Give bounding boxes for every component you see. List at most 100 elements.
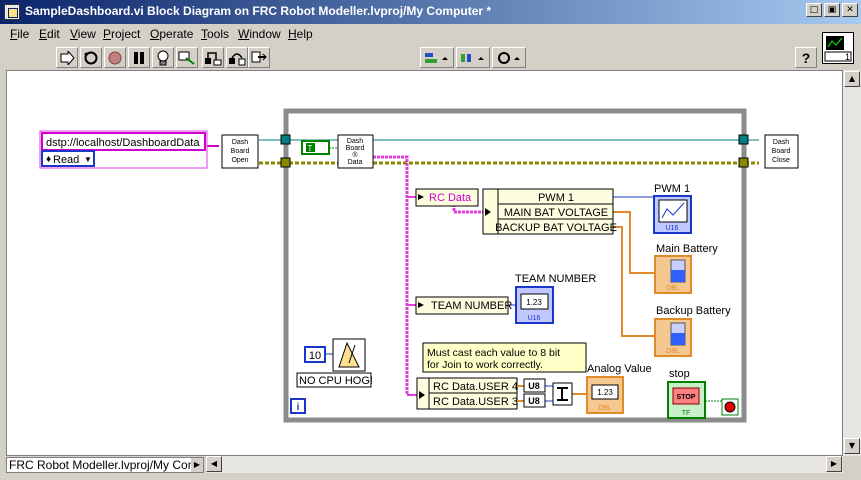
refnum-tunnel-in[interactable] (280, 134, 291, 145)
reorder-icon (498, 51, 520, 64)
vi-icon[interactable]: 1 (822, 32, 854, 64)
dash-data-line-4: Data (348, 159, 363, 166)
dash-open-line-1: Dash (232, 139, 248, 146)
rc-data-cluster-wire[interactable] (373, 155, 409, 395)
error-tunnel-out[interactable] (738, 157, 749, 168)
metronome-needle-icon (348, 344, 356, 364)
distribute-objects-button[interactable] (456, 47, 490, 68)
dash-open-line-3: Open (231, 157, 248, 164)
help-question-icon: ? (801, 49, 811, 66)
team-number-unbundle[interactable] (415, 296, 509, 315)
distribute-objects-icon (461, 53, 484, 62)
pause-button[interactable] (128, 47, 150, 68)
user-field-4: RC Data.USER 4 (433, 381, 518, 393)
reorder-button[interactable] (492, 47, 526, 68)
main-battery-type-label: DBL (666, 285, 680, 292)
comment-box[interactable] (422, 342, 587, 373)
team-number-unbundle-label: TEAM NUMBER (431, 300, 512, 312)
stop-type-label: TF (682, 410, 691, 417)
url-string-constant[interactable] (41, 132, 206, 151)
context-status-text: FRC Robot Modeller.lvproj/My Computer (9, 458, 204, 472)
chevron-right-icon[interactable]: ▶ (191, 458, 203, 472)
dash-data-line-1: Dash (347, 138, 363, 145)
menu-project[interactable]: Project (103, 27, 141, 41)
app-icon[interactable] (4, 4, 20, 20)
to-u8-label-2: U8 (528, 396, 540, 406)
dash-close-line-1: Dash (773, 139, 789, 146)
dashboard-close-vi[interactable] (764, 134, 799, 169)
scroll-up-button[interactable]: ▲ (844, 71, 860, 87)
size-grip[interactable] (843, 456, 861, 473)
stop-if-true-icon (724, 401, 736, 413)
comment-line-1: Must cast each value to 8 bit (427, 347, 560, 359)
backup-battery-wire[interactable] (613, 226, 655, 337)
analog-value-label: Analog Value (587, 363, 652, 375)
chevron-down-icon[interactable]: ▼ (84, 155, 92, 164)
unbundle-arrow-icon (418, 194, 424, 200)
mode-enum-arrows: ♦ (46, 154, 51, 165)
team-unbundle-arrow-icon (418, 302, 424, 308)
abort-button[interactable] (104, 47, 126, 68)
scroll-right-button[interactable]: ▶ (826, 456, 842, 472)
scroll-left-button[interactable]: ◀ (206, 456, 222, 472)
vi-connector-icon: 1 (824, 36, 852, 62)
analog-value-display (591, 384, 619, 400)
main-battery-label: Main Battery (656, 243, 718, 255)
dashboard-open-vi[interactable] (221, 134, 259, 169)
run-button[interactable] (56, 47, 78, 68)
team-number-numeric: 1.23 (526, 298, 542, 307)
minimize-button[interactable]: □ (806, 3, 822, 17)
stop-button-text: STOP (677, 394, 696, 401)
step-over-button[interactable] (226, 47, 248, 68)
scroll-down-button[interactable]: ▼ (844, 438, 860, 454)
error-tunnel-in[interactable] (280, 157, 291, 168)
cluster-unbundle-by-name[interactable] (482, 188, 614, 235)
while-loop[interactable] (283, 108, 747, 423)
menu-view[interactable]: View (70, 27, 96, 41)
menu-operate[interactable]: Operate (150, 27, 194, 41)
menu-tools[interactable]: Tools (201, 27, 230, 41)
menu-edit[interactable]: Edit (39, 27, 60, 41)
vertical-scrollbar[interactable]: ▲ ▼ (843, 70, 861, 456)
to-u8-conversion-1[interactable] (523, 378, 546, 393)
run-continuously-icon (84, 51, 98, 64)
menu-help[interactable]: Help (288, 27, 313, 41)
dashboard-data-vi[interactable] (337, 134, 374, 169)
stop-button-face (672, 387, 700, 405)
step-into-button[interactable] (202, 47, 224, 68)
menu-window[interactable]: Window (238, 27, 281, 41)
block-diagram-canvas[interactable]: dstp://localhost/DashboardData ♦ Read ▼ … (6, 70, 843, 456)
main-battery-level-icon (671, 270, 685, 282)
pwm1-type-label: U16 (666, 225, 679, 232)
horizontal-scrollbar[interactable]: ◀ ▶ (206, 456, 843, 473)
restore-button[interactable]: ▣ (824, 3, 840, 17)
context-status[interactable]: FRC Robot Modeller.lvproj/My Computer ▶ (6, 457, 204, 473)
context-help-button[interactable]: ? (795, 47, 817, 68)
mode-enum-constant[interactable] (41, 150, 95, 167)
main-battery-wire[interactable] (613, 211, 655, 274)
highlight-execution-button[interactable] (152, 47, 174, 68)
svg-text:1: 1 (845, 52, 850, 62)
pause-icon (134, 51, 144, 64)
iteration-terminal[interactable] (290, 398, 306, 414)
rc-data-unbundle[interactable] (415, 188, 479, 207)
step-out-icon (251, 51, 267, 62)
to-u8-conversion-2[interactable] (523, 393, 546, 408)
team-number-indicator-label: TEAM NUMBER (515, 273, 596, 285)
url-string-text: dstp://localhost/DashboardData (46, 137, 200, 149)
backup-battery-label: Backup Battery (656, 305, 731, 317)
close-button[interactable]: ✕ (842, 3, 858, 17)
menu-file[interactable]: File (10, 27, 30, 41)
align-objects-button[interactable] (420, 47, 454, 68)
window-title: SampleDashboard.vi Block Diagram on FRC … (25, 4, 492, 18)
true-constant-icon (306, 143, 315, 152)
step-into-icon (205, 51, 222, 65)
step-out-button[interactable] (248, 47, 270, 68)
refnum-tunnel-out[interactable] (738, 134, 749, 145)
pwm1-trend-icon (661, 202, 685, 219)
backup-battery-level-icon (671, 333, 685, 345)
no-cpu-hog-frame (296, 372, 372, 388)
dash-open-line-2: Board (231, 148, 250, 155)
run-continuously-button[interactable] (80, 47, 102, 68)
retain-wire-values-button[interactable] (176, 47, 198, 68)
